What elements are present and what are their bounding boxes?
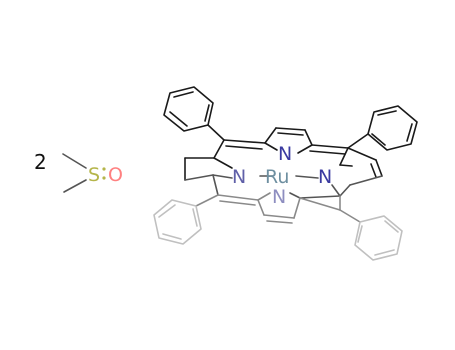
- phenyl-ring-bottom-left: [153, 199, 202, 245]
- nitrogen-atom-left: N: [232, 166, 246, 188]
- oxygen-atom-label: O: [108, 164, 123, 186]
- porphyrin-bonds-light: [195, 192, 361, 224]
- ruthenium-atom: Ru: [265, 166, 289, 188]
- sulfur-atom-label: S: [88, 164, 100, 186]
- stoichiometric-coefficient: 2: [34, 150, 47, 174]
- porphyrin-bonds-dark: [184, 124, 383, 181]
- porphyrin-bonds-mid: [184, 174, 383, 199]
- phenyl-ring-bottom-right: [354, 215, 403, 261]
- dmso-molecule: S O: [62, 153, 123, 193]
- nitrogen-atom-bottom: N: [272, 186, 286, 208]
- nitrogen-atom-top: N: [278, 143, 292, 165]
- dmso-bonds: [62, 153, 87, 193]
- phenyl-ring-top-left: [163, 86, 214, 132]
- nitrogen-atom-right: N: [318, 166, 332, 188]
- sulfoxide-double-bond: [102, 167, 106, 180]
- phenyl-ring-top-right: [367, 105, 418, 151]
